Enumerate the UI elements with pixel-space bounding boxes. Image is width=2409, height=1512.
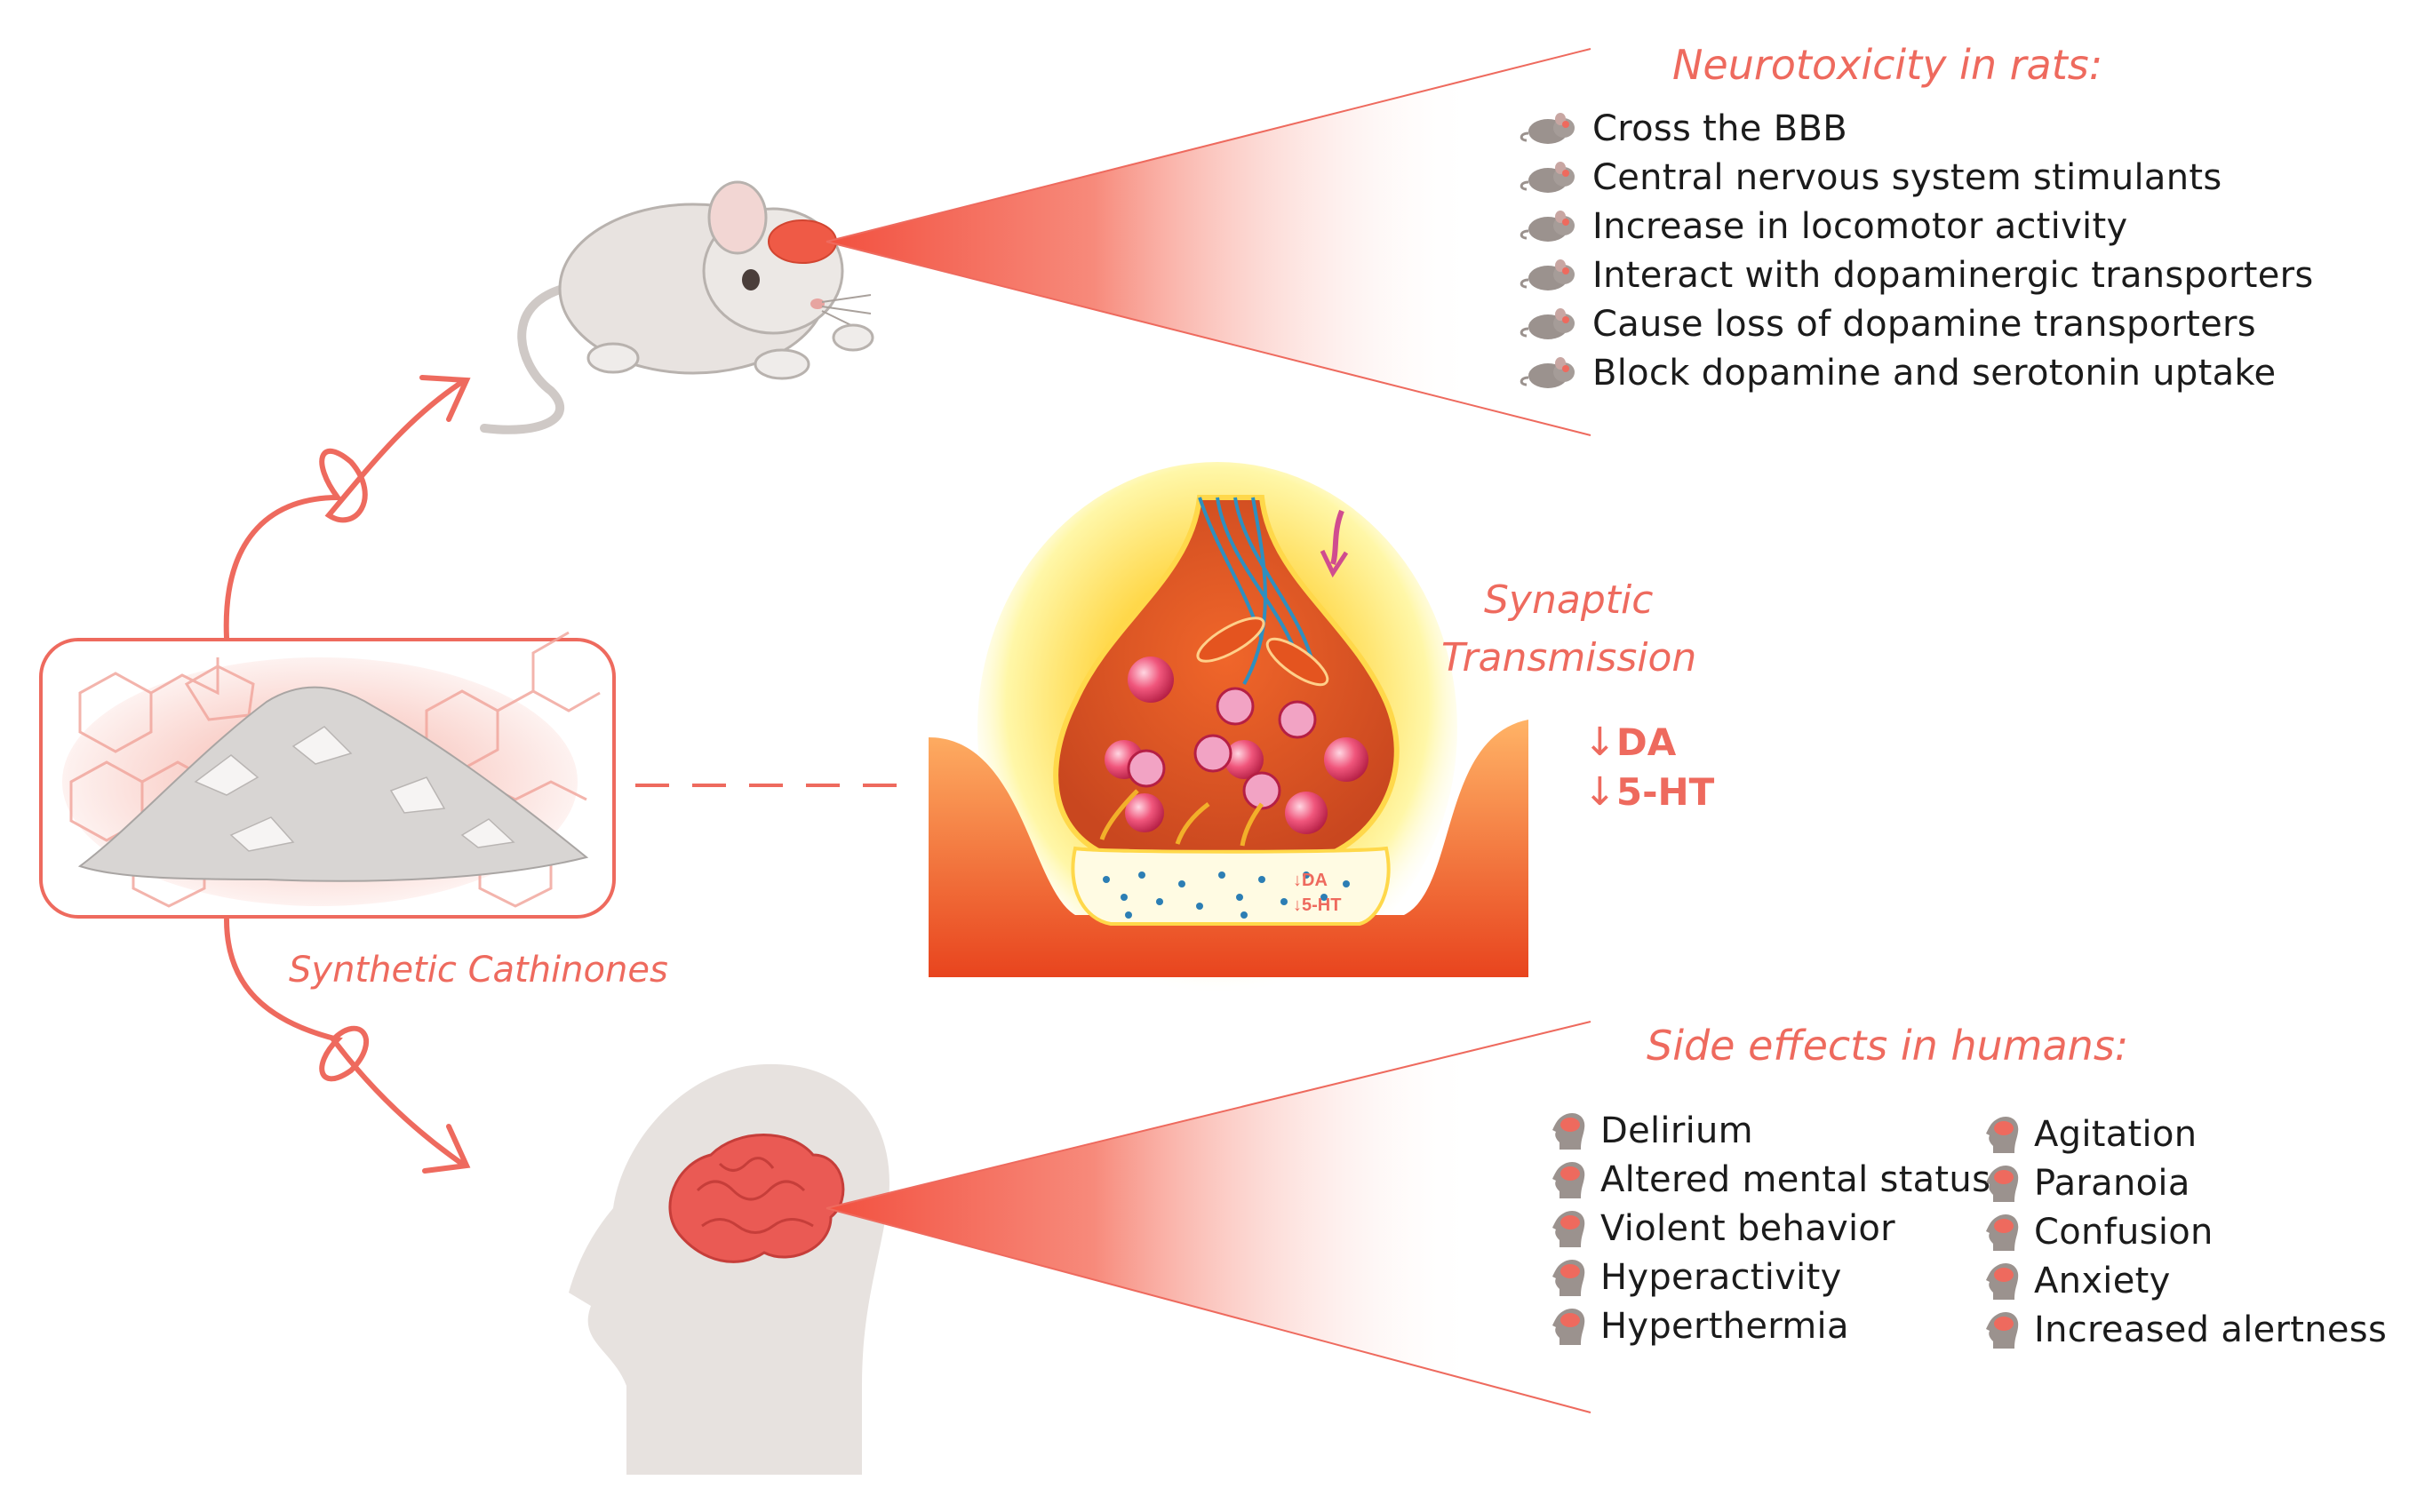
rats-list-item: Cross the BBB (1520, 108, 1847, 149)
humans-list-item: Increased alertness (1984, 1309, 2387, 1350)
incoming-arrowhead (1320, 549, 1349, 578)
serotonin-text: 5-HT (1615, 770, 1715, 814)
rat-beam-edge-top (826, 48, 1591, 243)
rat-eye (742, 269, 760, 290)
human-head-icon (1986, 1311, 2019, 1349)
humans-list-item-label: Increased alertness (2034, 1309, 2388, 1350)
human-head-icon (1986, 1116, 2019, 1153)
rats-list-item-label: Block dopamine and serotonin uptake (1592, 353, 2277, 394)
mitochondrion (1196, 617, 1265, 663)
humans-list-item: Paranoia (1984, 1163, 2190, 1204)
human-beam-edge-top (826, 1021, 1591, 1209)
rats-list-item-label: Increase in locomotor activity (1592, 206, 2128, 247)
rats-list-item: Central nervous system stimulants (1520, 157, 2222, 198)
incoming-arrow (1330, 509, 1344, 565)
rat-paw-2 (754, 348, 810, 380)
rats-list-item-label: Cross the BBB (1592, 108, 1847, 149)
mitochondrion-2 (1265, 637, 1329, 687)
da-text: DA (1615, 720, 1677, 764)
rat-paw (586, 342, 640, 374)
humans-list-item-label: Agitation (2034, 1114, 2198, 1155)
human-head-icon (1552, 1112, 1585, 1150)
synapse-illustration: ↓DA ↓5-HT (929, 462, 1528, 995)
rat-beam (826, 49, 1591, 435)
human-head-icon (1986, 1262, 2019, 1300)
brain-folds (696, 1157, 814, 1234)
synaptic-title-line1: Synaptic (1484, 577, 1654, 623)
human-head-icon (1986, 1165, 2019, 1202)
rats-list-item: Increase in locomotor activity (1520, 206, 2127, 247)
human-head-icon (1552, 1308, 1585, 1345)
rat-paw-3 (832, 323, 874, 352)
down-arrow-icon: ↓ (1583, 720, 1616, 765)
rats-heading: Neurotoxicity in rats: (1672, 41, 2103, 89)
rats-list-item: Interact with dopaminergic transporters (1520, 255, 2314, 296)
human-illustration (569, 1063, 889, 1475)
humans-list-item-label: Violent behavior (1600, 1208, 1895, 1249)
synaptic-title-line2: Transmission (1441, 635, 1697, 680)
humans-list-item-label: Hyperactivity (1600, 1257, 1842, 1298)
inset-da: ↓DA (1293, 871, 1328, 890)
mouse-icon (1520, 357, 1575, 388)
rat-brain (768, 219, 837, 264)
down-arrow-icon: ↓ (1583, 769, 1616, 815)
arrow-to-human (224, 917, 471, 1174)
human-beam (826, 1022, 1591, 1413)
rat-nose (810, 298, 825, 309)
humans-list-item-label: Anxiety (2034, 1261, 2171, 1301)
rat-tail (480, 280, 591, 434)
mouse-icon (1520, 211, 1575, 242)
mouse-icon (1520, 162, 1575, 193)
humans-list-item-label: Confusion (2034, 1212, 2214, 1253)
human-head-icon (1552, 1210, 1585, 1247)
rats-list-item-label: Interact with dopaminergic transporters (1592, 255, 2314, 296)
synthetic-cathinones-label: Synthetic Cathinones (289, 950, 668, 991)
humans-list-item: Confusion (1984, 1212, 2214, 1253)
human-head-icon (1552, 1161, 1585, 1198)
humans-list-item: Hyperactivity (1551, 1257, 1842, 1298)
axon-fibers (1198, 497, 1317, 685)
synaptic-cleft (1071, 846, 1391, 926)
humans-list-item-label: Hyperthermia (1600, 1306, 1849, 1347)
rats-list-item: Block dopamine and serotonin uptake (1520, 353, 2276, 394)
humans-list-item: Altered mental status (1551, 1159, 1990, 1200)
arrow-to-rat (223, 375, 471, 641)
vesicles (1105, 657, 1368, 834)
human-head (569, 1063, 889, 1475)
cathinones-panel (39, 631, 616, 919)
mouse-icon (1520, 113, 1575, 144)
humans-list-item: Violent behavior (1551, 1208, 1895, 1249)
humans-list-item-label: Altered mental status (1600, 1159, 1991, 1200)
humans-list-item: Delirium (1551, 1110, 1753, 1151)
rat-ear (707, 180, 768, 255)
mouse-icon (1520, 308, 1575, 339)
humans-list-item-label: Paranoia (2034, 1163, 2190, 1204)
powder-pile (77, 686, 589, 882)
human-head-icon (1552, 1259, 1585, 1296)
serotonin-label: ↓5-HT (1583, 769, 1714, 815)
da-label: ↓DA (1583, 720, 1676, 765)
rat-illustration (480, 180, 874, 434)
powder-highlights (194, 726, 515, 852)
rats-list-item: Cause loss of dopamine transporters (1520, 304, 2256, 345)
release-arrows (1099, 789, 1264, 847)
humans-list-item-label: Delirium (1600, 1110, 1753, 1151)
human-beam-edge-bottom (826, 1207, 1591, 1413)
rats-list-item-label: Cause loss of dopamine transporters (1592, 304, 2256, 345)
inset-5ht: ↓5-HT (1293, 895, 1341, 915)
humans-list-item: Anxiety (1984, 1261, 2171, 1301)
human-head-icon (1986, 1214, 2019, 1251)
humans-list-item: Agitation (1984, 1114, 2197, 1155)
humans-heading: Side effects in humans: (1647, 1022, 2129, 1070)
cleft-molecules (1103, 871, 1350, 919)
humans-list-item: Hyperthermia (1551, 1306, 1849, 1347)
rats-list-item-label: Central nervous system stimulants (1592, 157, 2222, 198)
mouse-icon (1520, 259, 1575, 290)
rat-beam-edge-bottom (826, 241, 1591, 436)
